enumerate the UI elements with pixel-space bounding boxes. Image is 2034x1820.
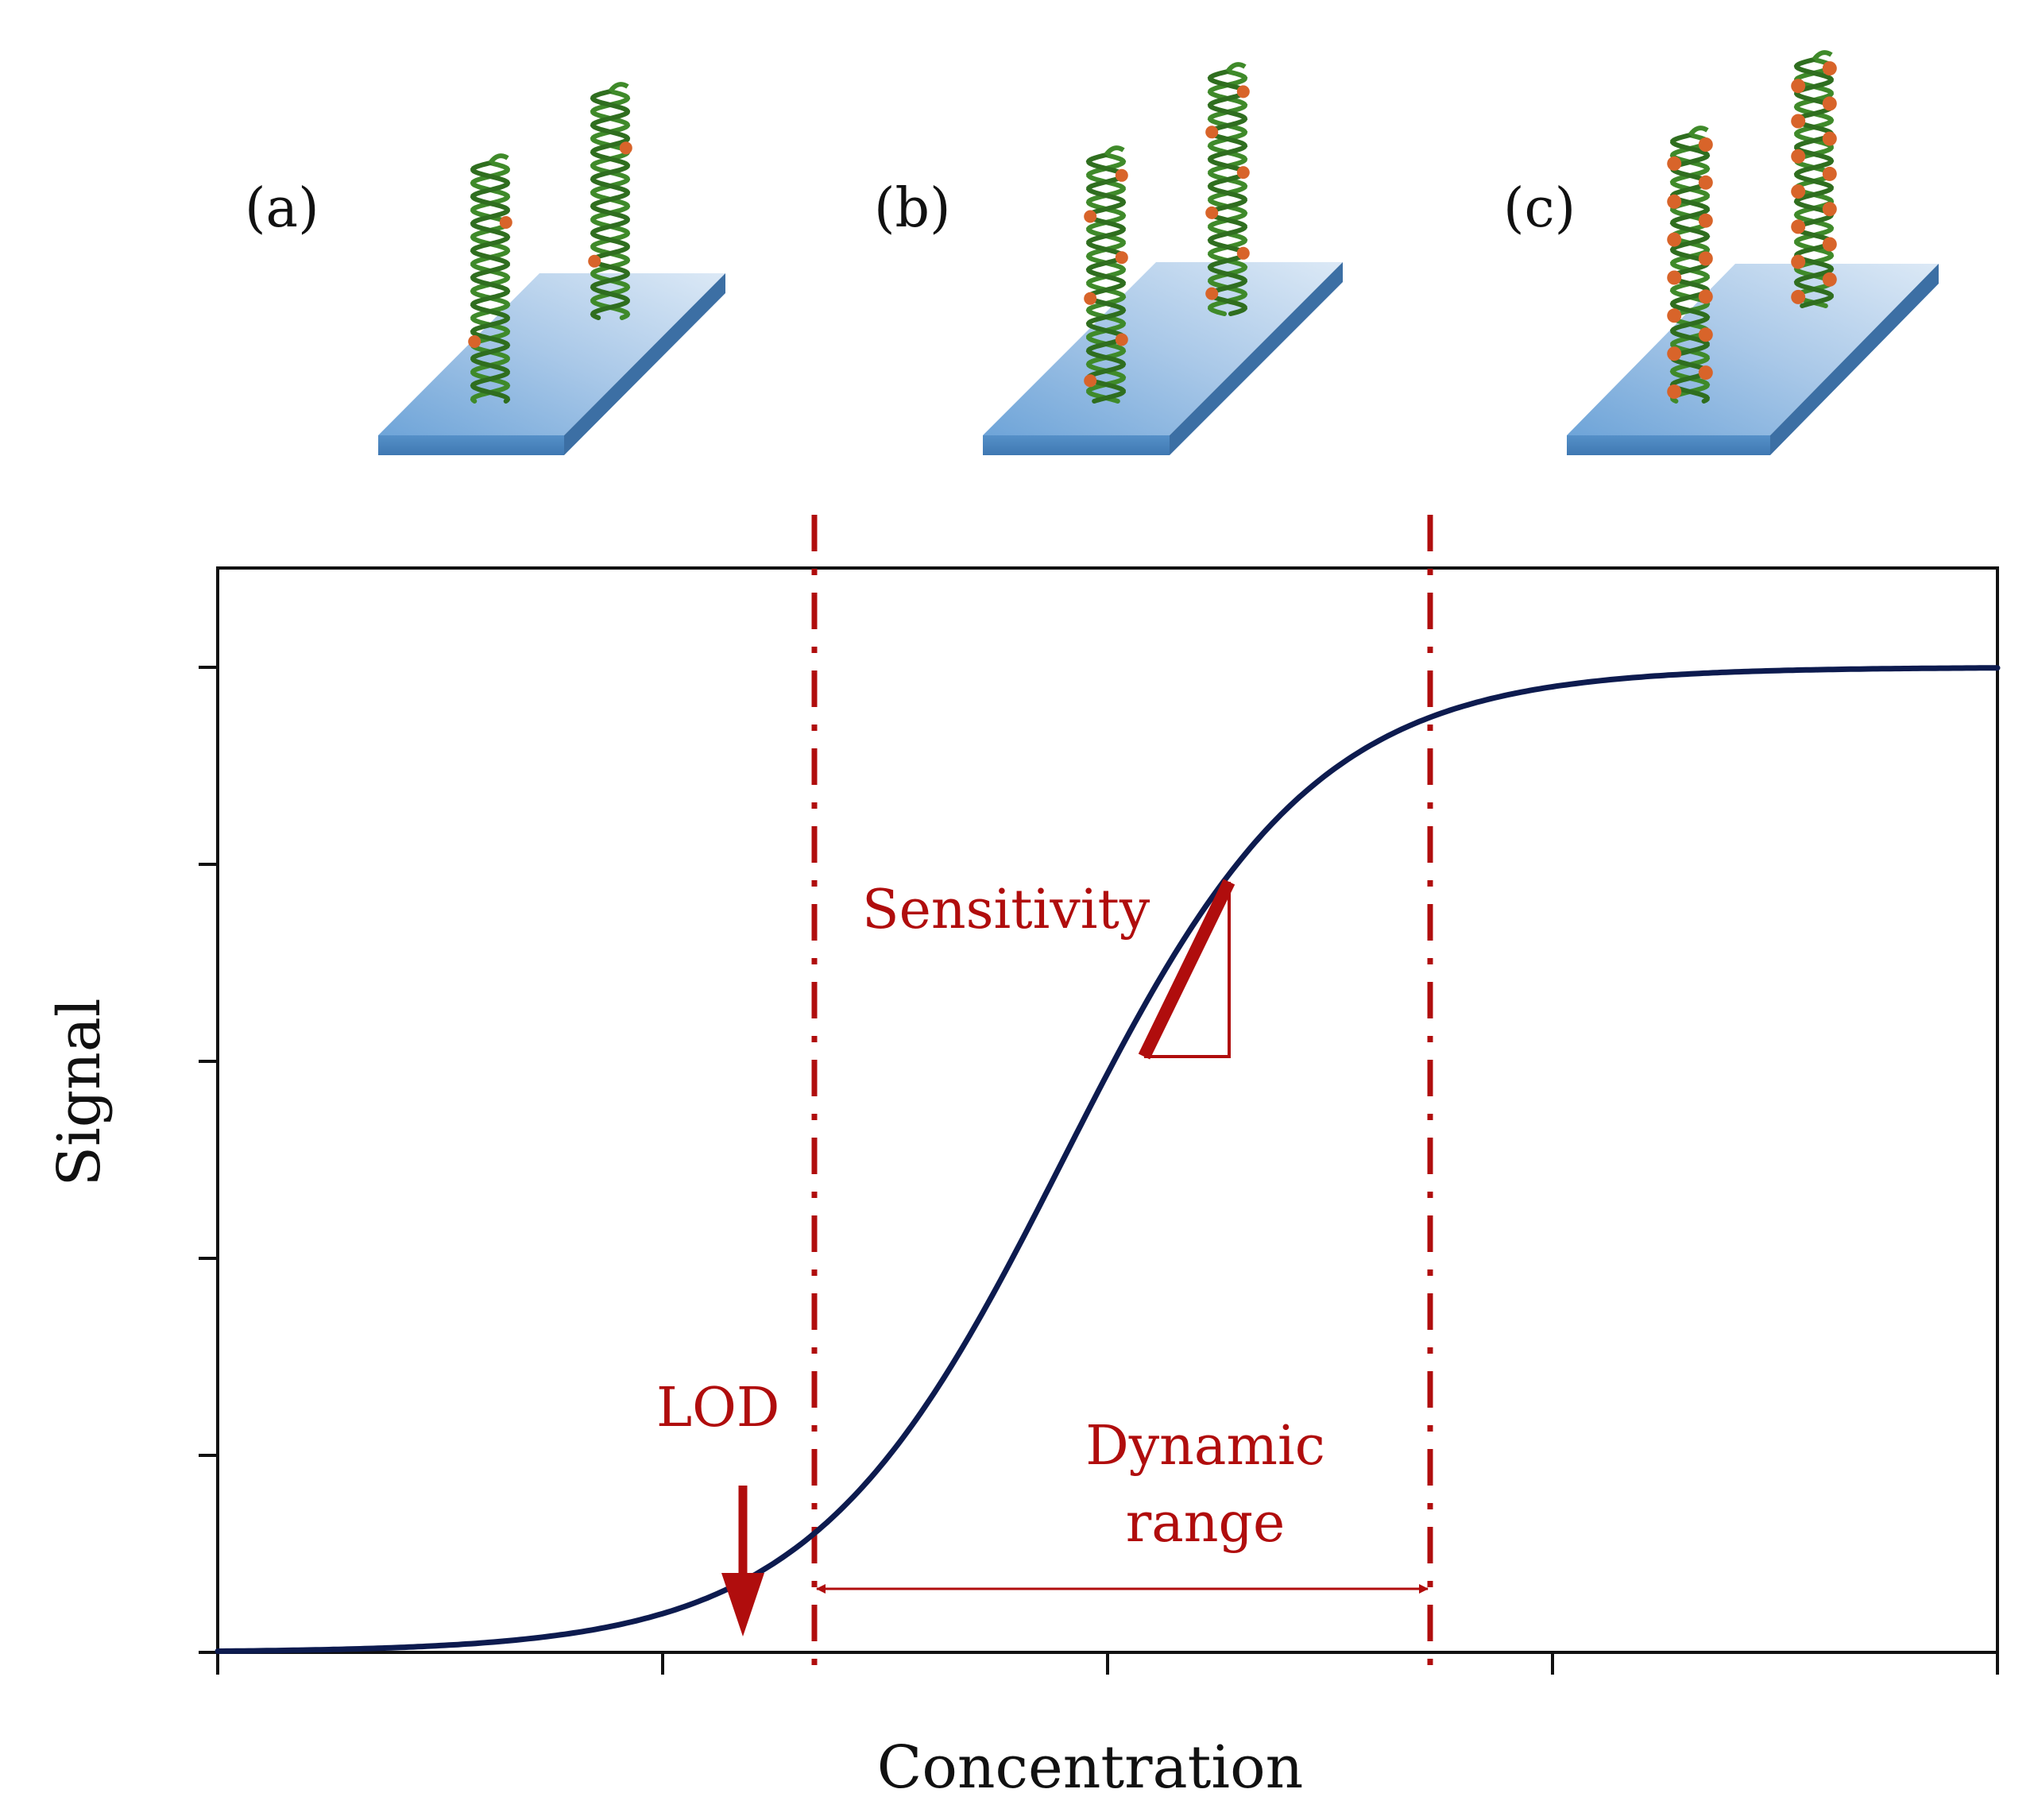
target-bead — [1698, 327, 1713, 342]
target-bead — [1084, 210, 1097, 223]
panel-label-c: (c) — [1503, 177, 1576, 240]
target-bead — [1791, 79, 1806, 94]
target-bead — [1822, 131, 1837, 146]
target-bead — [1822, 96, 1837, 111]
substrate-front — [378, 435, 564, 455]
target-bead — [588, 254, 601, 268]
dna-probe-b1 — [1084, 145, 1128, 404]
target-bead — [1791, 289, 1806, 304]
target-bead — [1236, 85, 1250, 99]
dna-strand — [590, 89, 631, 320]
panel-b: (b) — [874, 62, 1343, 455]
x-axis-label: Concentration — [877, 1733, 1304, 1802]
dna-strand — [1669, 133, 1711, 404]
target-bead — [1205, 287, 1219, 300]
x-axis-ticks — [216, 1652, 1999, 1675]
target-bead — [1791, 184, 1806, 199]
sensitivity-marker — [1138, 879, 1235, 1060]
target-bead — [1667, 194, 1682, 209]
target-bead — [1698, 213, 1713, 228]
target-bead — [1667, 384, 1682, 399]
response-curve — [215, 665, 2001, 1654]
target-bead — [1667, 232, 1682, 247]
plot-frame — [216, 566, 1999, 1654]
target-bead — [1698, 175, 1713, 190]
substrate-side — [1770, 264, 1939, 455]
target-bead — [1822, 61, 1837, 76]
panel-label-a: (a) — [245, 177, 319, 240]
target-bead — [1822, 272, 1837, 287]
y-axis-label: Signal — [45, 998, 114, 1186]
target-bead — [1698, 289, 1713, 304]
target-bead — [1698, 365, 1713, 381]
dna-probe-a1 — [468, 153, 512, 404]
dna-strand — [1085, 153, 1127, 404]
target-bead — [1667, 156, 1682, 171]
substrate-a — [378, 273, 725, 455]
dna-probe-c2 — [1791, 50, 1837, 308]
substrate-top — [983, 262, 1343, 435]
target-bead — [619, 141, 632, 155]
substrate-front — [983, 435, 1170, 455]
target-bead — [499, 216, 512, 229]
lod-arrow-head — [721, 1573, 764, 1636]
dna-strand-tail — [1688, 126, 1709, 137]
substrate-top — [378, 273, 725, 435]
dna-strand-tail — [488, 153, 509, 164]
target-bead — [1205, 206, 1219, 219]
target-bead — [1667, 270, 1682, 285]
lod-label: LOD — [656, 1377, 779, 1439]
sensitivity-slope — [1138, 879, 1235, 1060]
target-bead — [1236, 166, 1250, 180]
sensitivity-label: Sensitivity — [862, 879, 1150, 941]
dynamic-range-label-line2: range — [1126, 1492, 1286, 1555]
illustration-panels: (a) (b) — [245, 50, 1939, 455]
panel-label-b: (b) — [874, 177, 951, 240]
dna-strand-tail — [608, 82, 629, 93]
dynamic-range-label-line1: Dynamic — [1085, 1415, 1325, 1478]
target-bead — [1236, 246, 1250, 260]
dna-strand-tail — [1104, 145, 1125, 156]
substrate-c — [1567, 264, 1939, 455]
target-bead — [1667, 308, 1682, 323]
target-bead — [1205, 126, 1219, 139]
target-bead — [1698, 251, 1713, 266]
dna-strand — [470, 160, 511, 404]
dna-probe-c1 — [1667, 126, 1713, 404]
sensitivity-triangle — [1144, 882, 1231, 1058]
y-axis-ticks — [199, 666, 218, 1654]
dna-strand — [1207, 69, 1248, 316]
target-bead — [468, 335, 481, 348]
target-bead — [1791, 254, 1806, 269]
target-bead — [1084, 374, 1097, 388]
target-bead — [1822, 237, 1837, 252]
lod-marker — [721, 1486, 764, 1636]
dna-strand — [1793, 57, 1835, 308]
target-bead — [1115, 168, 1128, 182]
substrate-front — [1567, 435, 1770, 455]
substrate-top — [1567, 264, 1939, 435]
target-bead — [1667, 346, 1682, 361]
target-bead — [1084, 292, 1097, 305]
target-bead — [1698, 137, 1713, 152]
dna-strand-tail — [1812, 50, 1833, 61]
substrate-b — [983, 262, 1343, 455]
target-bead — [1791, 149, 1806, 164]
substrate-side — [564, 273, 725, 455]
dna-probe-b2 — [1205, 62, 1250, 316]
target-bead — [1791, 219, 1806, 234]
target-bead — [1791, 114, 1806, 129]
dna-strand-tail — [1225, 62, 1247, 73]
target-bead — [1115, 251, 1128, 265]
panel-a: (a) — [245, 82, 725, 455]
dna-probe-a2 — [588, 82, 632, 320]
target-bead — [1822, 202, 1837, 217]
calibration-chart: Sensitivity LOD Dynamic range Concentrat… — [45, 515, 2001, 1802]
target-bead — [1115, 333, 1128, 346]
target-bead — [1822, 166, 1837, 181]
panel-c: (c) — [1503, 50, 1939, 455]
substrate-side — [1170, 262, 1343, 455]
